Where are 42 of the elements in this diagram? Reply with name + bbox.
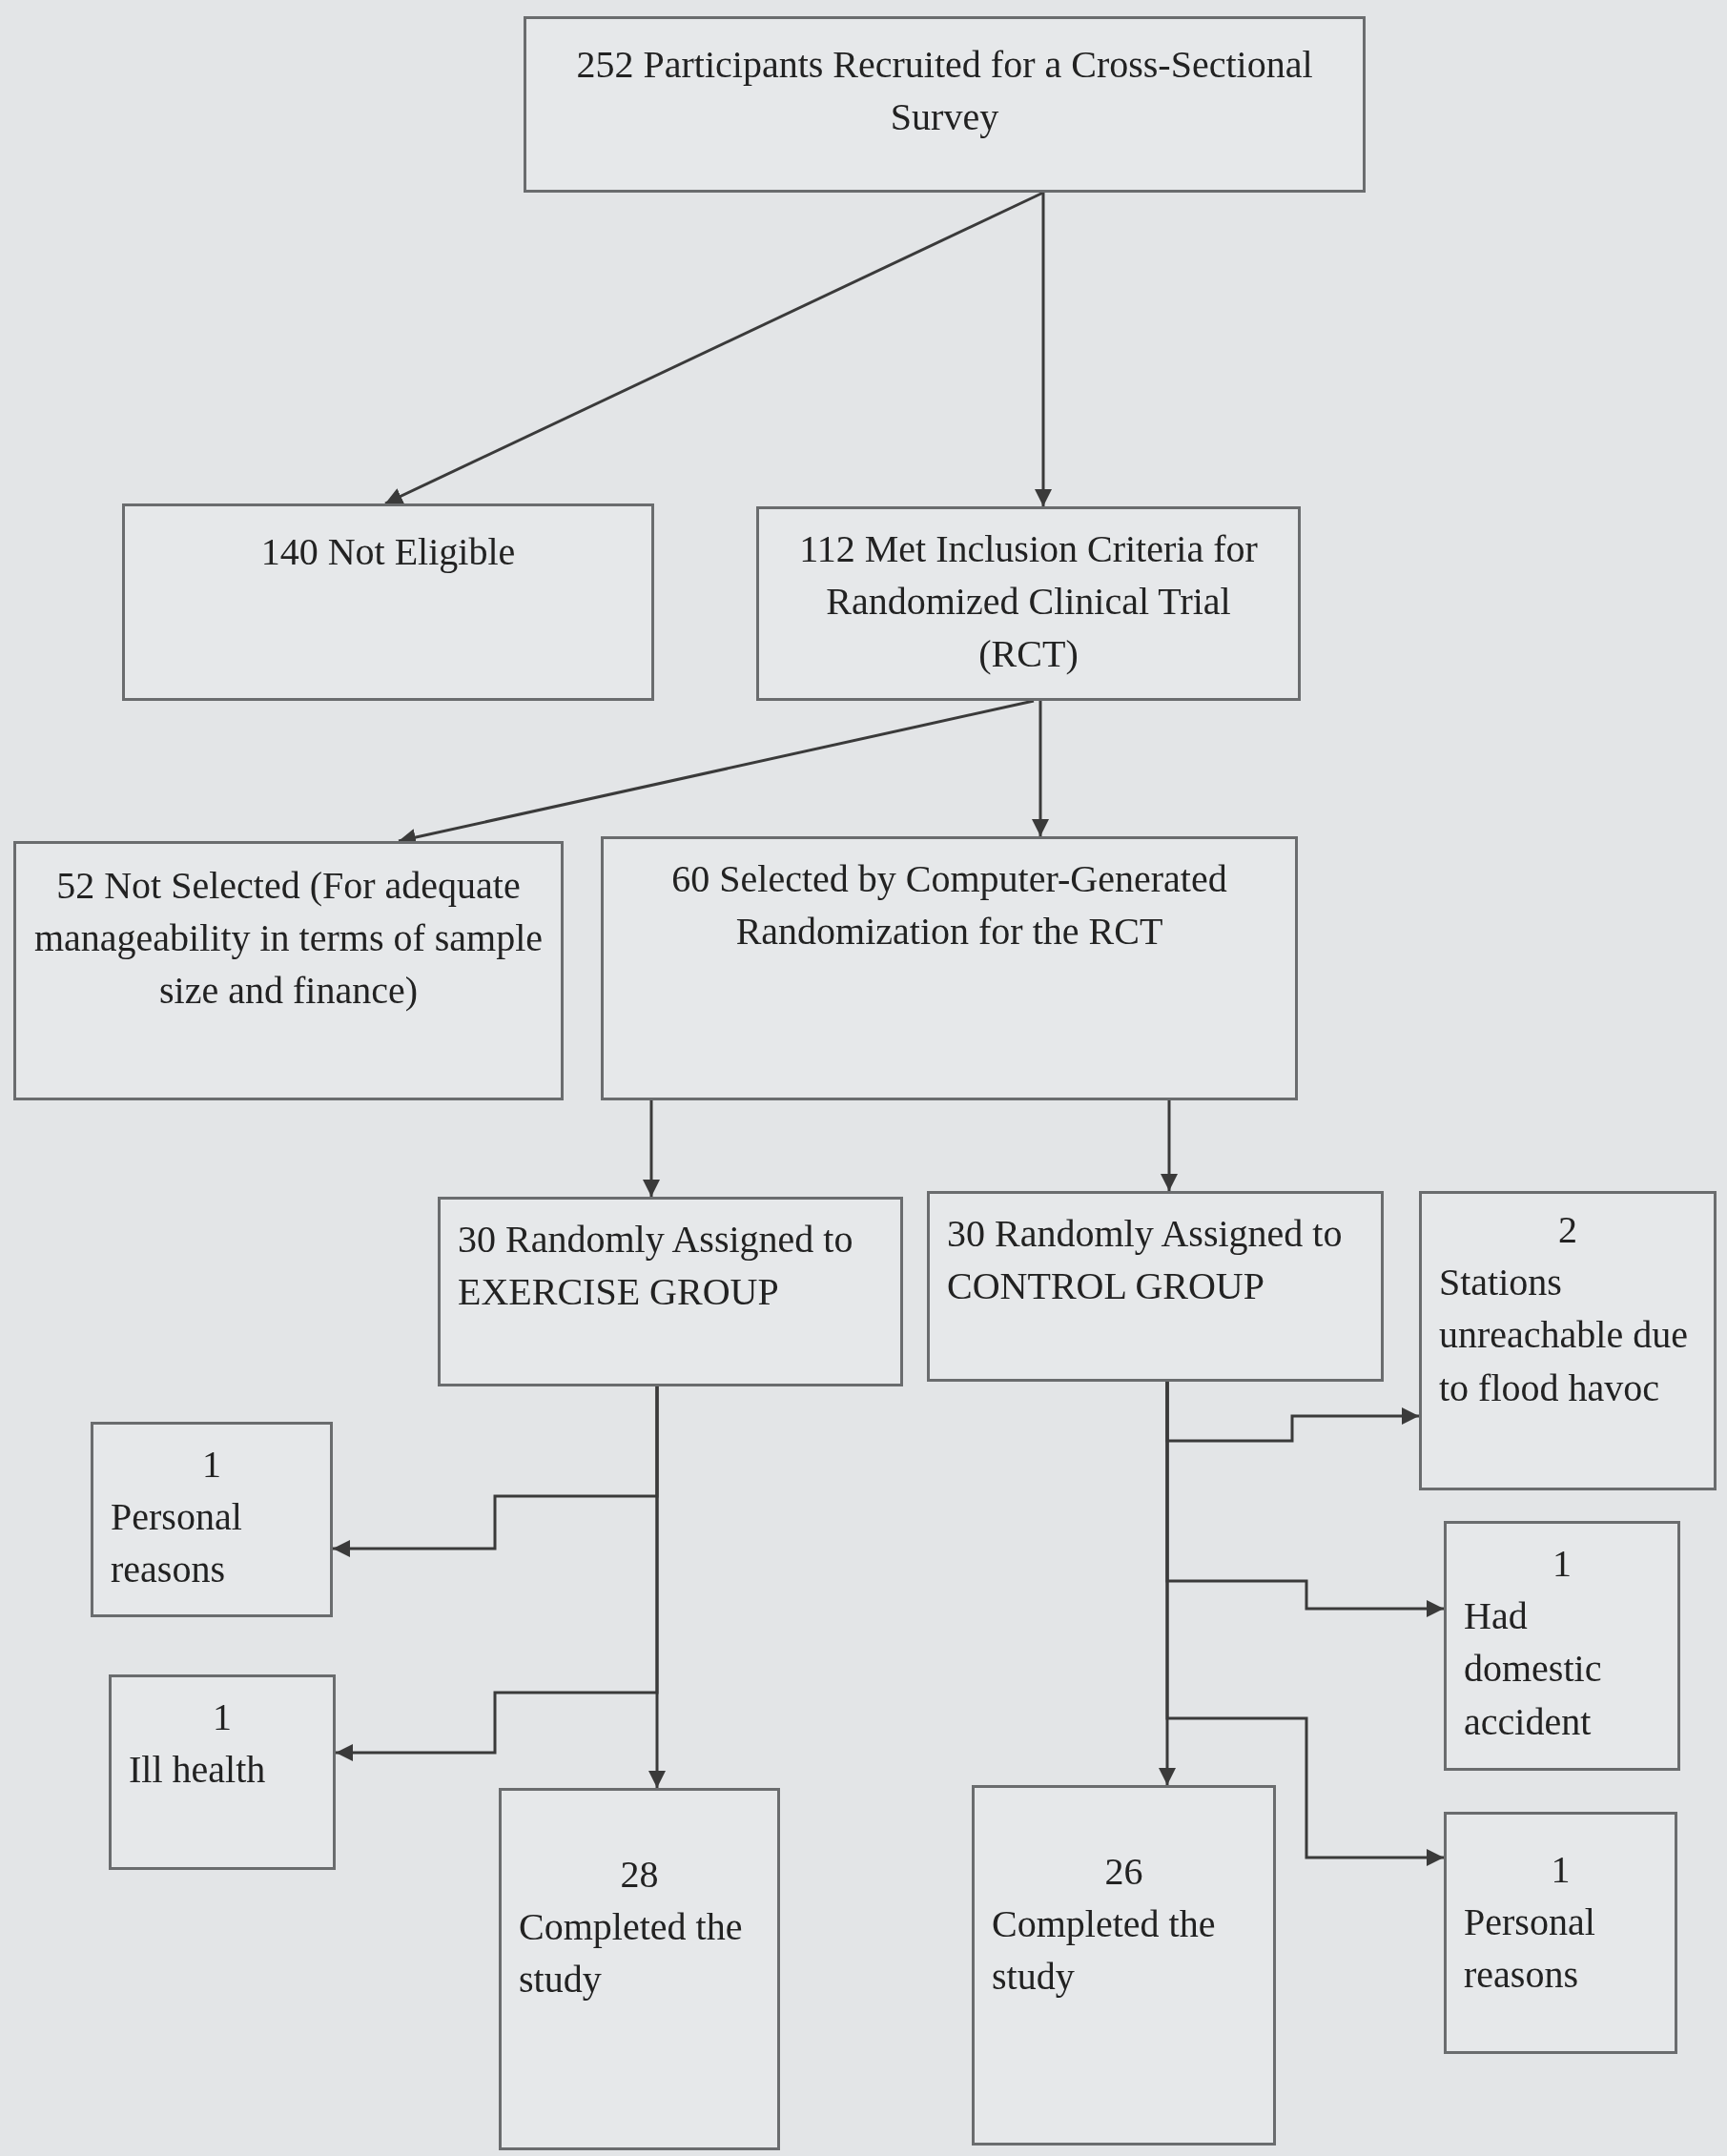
box-text: Stations unreachable due to flood havoc (1439, 1260, 1689, 1411)
arrow (1035, 193, 1052, 506)
box-text: Personal reasons (111, 1494, 243, 1593)
arrow (648, 1386, 666, 1788)
count-label: 26 (1103, 1849, 1144, 1895)
box-text: 60 Selected by Computer-Generated Randomization for the RCT (670, 856, 1228, 955)
process-box (499, 1788, 780, 2150)
box-text: Had domestic accident (1464, 1593, 1603, 1745)
box-text: Ill health (129, 1747, 267, 1794)
count-label: 1 (1552, 1541, 1573, 1587)
process-box (1444, 1812, 1677, 2054)
process-box (109, 1674, 336, 1870)
box-text: 112 Met Inclusion Criteria for Randomized Clinical Trial (RCT) (798, 526, 1259, 678)
process-box (972, 1785, 1276, 2146)
box-text: Completed the study (519, 1904, 744, 2003)
count-label: 28 (619, 1852, 660, 1898)
box-text: Completed the study (992, 1901, 1217, 2001)
box-text: 52 Not Selected (For adequate manageability in terms of sample size and finance) (33, 863, 544, 1015)
process-box (122, 503, 654, 701)
process-box (756, 506, 1301, 701)
process-box (601, 836, 1298, 1100)
arrow (643, 1100, 660, 1197)
box-text: 30 Randomly Assigned to CONTROL GROUP (947, 1211, 1344, 1310)
count-label: 2 (1557, 1207, 1578, 1253)
box-text: Personal reasons (1464, 1899, 1596, 1999)
process-box (1419, 1191, 1717, 1490)
box-text: 140 Not Eligible (259, 529, 517, 575)
process-box (1444, 1521, 1680, 1771)
process-box (13, 841, 564, 1100)
arrow (384, 191, 1044, 505)
box-text: 30 Randomly Assigned to EXERCISE GROUP (458, 1217, 854, 1316)
arrow (1161, 1100, 1178, 1191)
count-label: 1 (201, 1442, 222, 1488)
process-box (91, 1422, 333, 1617)
arrow (1159, 1382, 1176, 1785)
process-box (524, 16, 1366, 193)
process-box (438, 1197, 903, 1386)
box-text: 252 Participants Recruited for a Cross-Sectional Survey (575, 42, 1314, 141)
count-label: 1 (212, 1694, 233, 1740)
arrow (1032, 701, 1049, 836)
process-box (927, 1191, 1384, 1382)
count-label: 1 (1550, 1847, 1572, 1893)
